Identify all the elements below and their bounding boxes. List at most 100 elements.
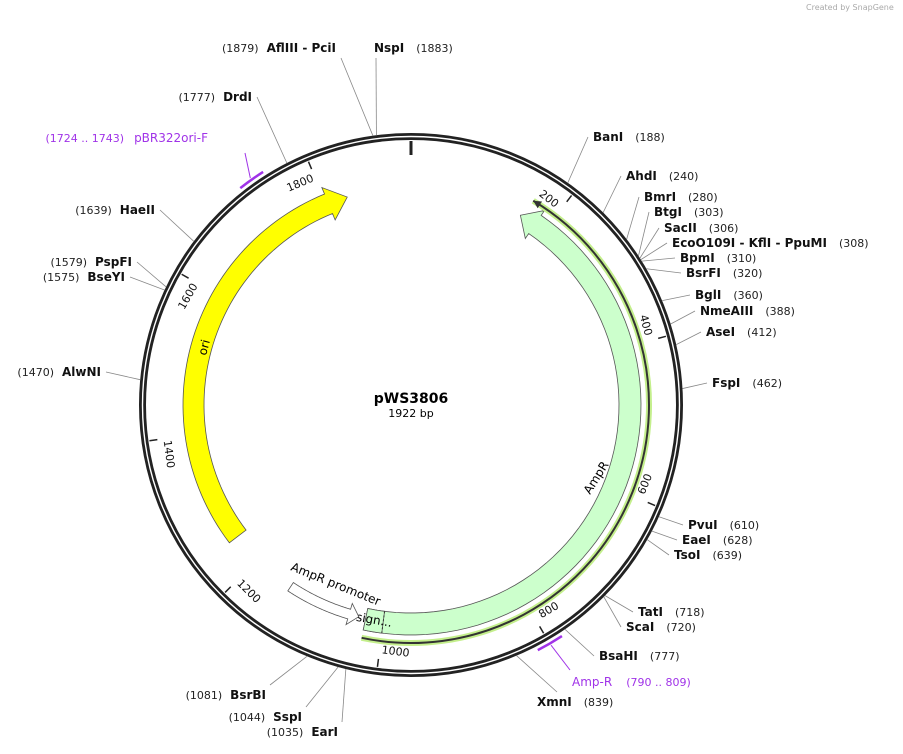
enzyme-leader-line	[129, 276, 165, 291]
signal-label: sign...	[355, 610, 393, 630]
enzyme-position: (720)	[666, 621, 696, 634]
enzyme-site-fspi: FspI(462)	[682, 376, 782, 390]
ampr-promoter-arrow	[287, 582, 360, 626]
primer-range: (790 .. 809)	[626, 676, 691, 689]
enzyme-position: (628)	[723, 534, 753, 547]
enzyme-position: (240)	[669, 170, 699, 183]
enzyme-label: PvuI(610)	[688, 518, 759, 532]
enzyme-name: SspI	[273, 710, 302, 724]
enzyme-label: FspI(462)	[712, 376, 782, 390]
tick-mark	[149, 438, 158, 442]
enzyme-leader-line	[305, 666, 339, 708]
enzyme-label: ScaI (720)	[626, 620, 696, 634]
enzyme-leader-line	[670, 310, 696, 325]
enzyme-label: EaeI (628)	[682, 533, 753, 547]
tick-label: 1800	[285, 172, 316, 195]
enzyme-name: BglI	[695, 288, 721, 302]
enzyme-site-tsoi: TsoI (639)	[647, 539, 742, 562]
enzyme-leader-line	[269, 656, 308, 686]
enzyme-label: BtgI(303)	[654, 205, 724, 219]
enzyme-position: (1639)	[75, 204, 112, 217]
enzyme-site-btgi: BtgI(303)	[638, 205, 724, 256]
enzyme-leader-line	[626, 196, 640, 240]
tick-mark	[376, 658, 380, 667]
enzyme-site-eari: (1035)EarI	[267, 669, 347, 739]
enzyme-site-bani: BanI(188)	[567, 130, 665, 183]
ampr-promoter-label: AmpR promoter	[289, 560, 383, 609]
enzyme-name: ScaI	[626, 620, 654, 634]
tick-mark	[657, 335, 667, 340]
enzyme-name: AseI	[706, 325, 735, 339]
enzyme-site-sacii: SacII(306)	[639, 221, 738, 259]
enzyme-position: (1035)	[267, 726, 304, 739]
enzyme-name: EaeI	[682, 533, 711, 547]
enzyme-position: (462)	[752, 377, 782, 390]
ampr-feature-arrow	[362, 209, 642, 636]
enzyme-leader-line	[662, 294, 691, 301]
plasmid-name: pWS3806	[374, 391, 449, 407]
enzyme-site-nspi: NspI(1883)	[374, 41, 453, 136]
enzyme-label: BmrI(280)	[644, 190, 718, 204]
enzyme-name: PvuI	[688, 518, 718, 532]
enzyme-position: (1044)	[229, 711, 266, 724]
enzyme-position: (388)	[765, 305, 795, 318]
enzyme-label: BglI(360)	[695, 288, 763, 302]
enzyme-label: SacII(306)	[664, 221, 738, 235]
enzyme-leader-line	[105, 371, 141, 381]
enzyme-site-bpmi: BpmI(310)	[641, 251, 757, 265]
enzyme-label: (1879)AflIII - PciI	[222, 41, 336, 55]
tick-mark	[307, 161, 313, 170]
enzyme-label: (1777)DrdI	[178, 90, 252, 104]
primer-pbr322ori-f: (1724 .. 1743)pBR322ori-F	[46, 131, 264, 190]
enzyme-position: (310)	[727, 252, 757, 265]
enzyme-label: (1081) BsrBI	[186, 688, 266, 702]
enzyme-name: PspFI	[95, 255, 132, 269]
primer-leader-line	[244, 152, 251, 179]
enzyme-label: AhdI (240)	[626, 169, 698, 183]
enzyme-label: AseI(412)	[706, 325, 777, 339]
enzyme-position: (839)	[584, 696, 614, 709]
enzyme-label: (1035)EarI	[267, 725, 338, 739]
enzyme-site-xmni: XmnI(839)	[516, 655, 614, 709]
enzyme-position: (303)	[694, 206, 724, 219]
snapgene-watermark: Created by SnapGene	[806, 3, 894, 12]
ori-label: ori	[195, 338, 213, 357]
tick-label: 1600	[175, 281, 200, 312]
enzyme-name: BsrBI	[230, 688, 266, 702]
enzyme-label: BsaHI(777)	[599, 649, 680, 663]
enzyme-position: (1081)	[186, 689, 223, 702]
enzyme-position: (320)	[733, 267, 763, 280]
enzyme-position: (639)	[712, 549, 742, 562]
enzyme-name: AlwNI	[62, 365, 101, 379]
enzyme-leader-line	[567, 136, 589, 183]
enzyme-name: BseYI	[87, 270, 125, 284]
enzyme-leader-line	[256, 96, 288, 164]
enzyme-label: BanI(188)	[593, 130, 665, 144]
enzyme-name: EcoO109I - KflI - PpuMI	[672, 236, 827, 250]
primer-name: pBR322ori-F	[134, 131, 208, 145]
enzyme-leader-line	[646, 268, 682, 274]
enzyme-site-bsahi: BsaHI(777)	[564, 628, 680, 663]
enzyme-name: TatI	[638, 605, 663, 619]
enzyme-site-haeii: (1639)HaeII	[75, 203, 195, 242]
enzyme-site-sspi: (1044) SspI	[229, 666, 339, 724]
tick-mark	[647, 501, 656, 507]
selection-line	[361, 199, 650, 644]
enzyme-leader-line	[564, 628, 595, 657]
enzyme-leader-line	[159, 209, 195, 242]
primer-leader-line	[550, 644, 571, 671]
enzyme-site-asei: AseI(412)	[676, 325, 777, 345]
enzyme-site-bmri: BmrI(280)	[626, 190, 718, 240]
enzyme-name: NmeAIII	[700, 304, 753, 318]
enzyme-position: (1575)	[43, 271, 80, 284]
primer-binding-mark	[537, 635, 563, 652]
enzyme-site-tati: TatI(718)	[604, 595, 705, 619]
tick-mark	[224, 586, 232, 593]
primer-name: Amp-R	[572, 675, 612, 689]
enzyme-name: AhdI	[626, 169, 657, 183]
enzyme-position: (188)	[635, 131, 665, 144]
primer-amp-r: Amp-R (790 .. 809)	[537, 635, 691, 689]
enzyme-position: (306)	[709, 222, 739, 235]
enzyme-name: TsoI	[674, 548, 700, 562]
enzyme-site-afliii-pcii: (1879)AflIII - PciI	[222, 41, 374, 136]
